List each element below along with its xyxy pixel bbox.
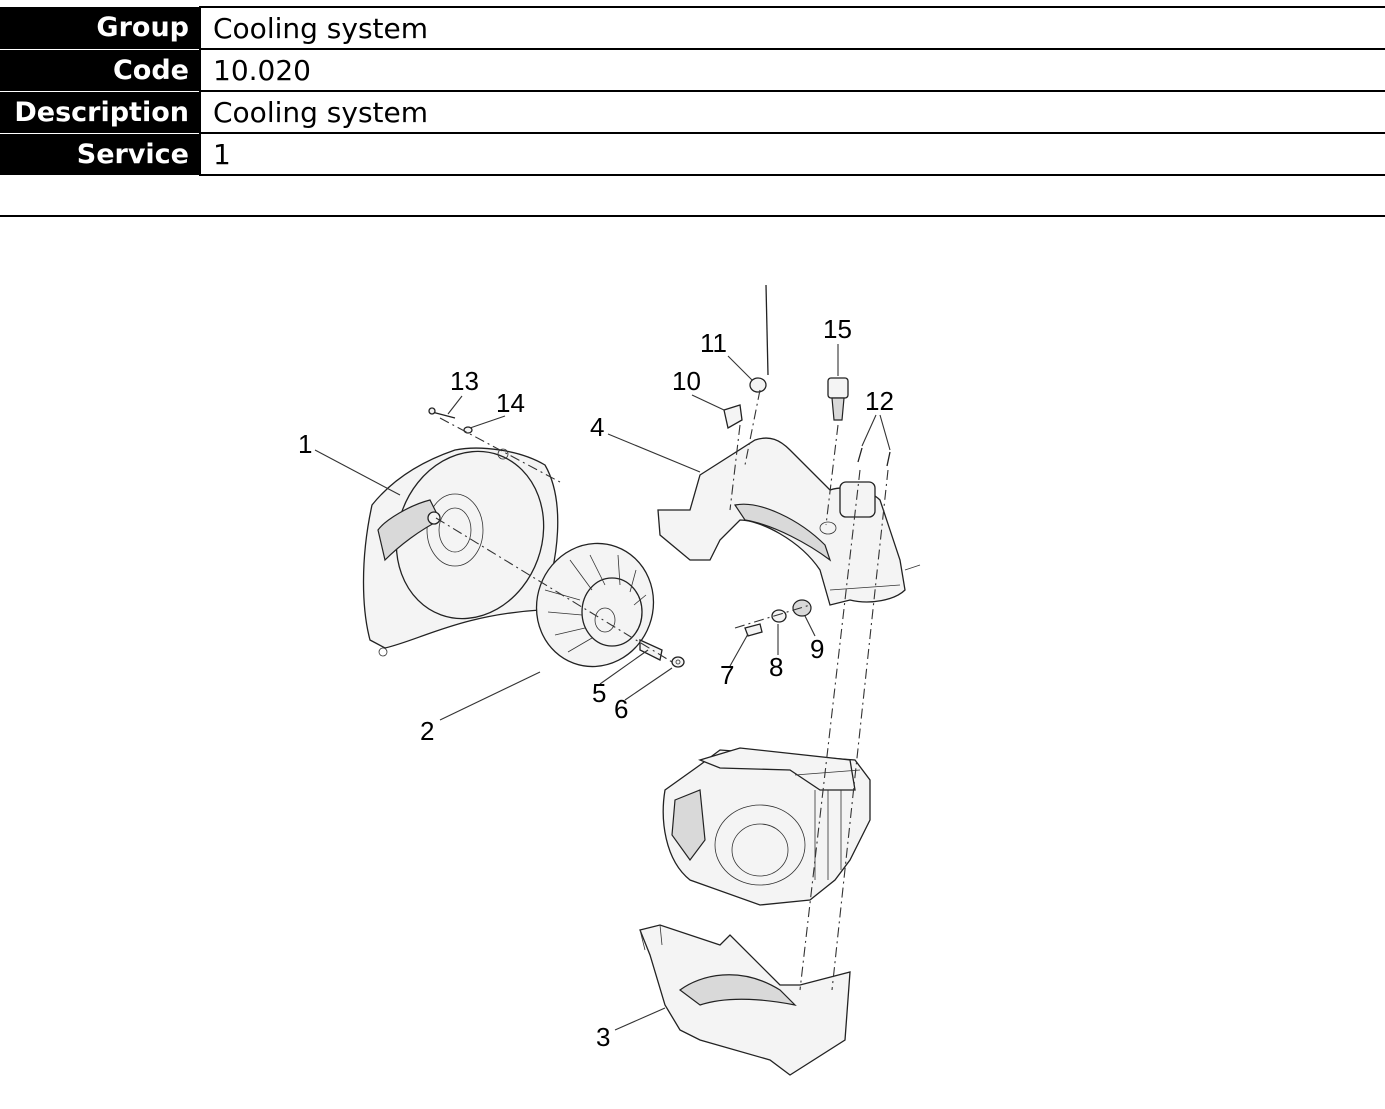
leader-lines <box>314 344 891 1031</box>
small-parts <box>428 284 891 668</box>
callout-10: 10 <box>672 366 701 396</box>
fan-cover-part <box>362 447 559 657</box>
description-label: Description <box>0 91 200 134</box>
callout-2: 2 <box>420 716 434 746</box>
callout-numbers: 1 2 3 4 5 6 7 8 9 10 11 12 13 14 15 <box>298 314 894 1052</box>
cooling-fan-part <box>535 542 655 668</box>
info-row-description: Description Cooling system <box>0 90 1385 134</box>
callout-1: 1 <box>298 429 312 459</box>
callout-11: 11 <box>700 328 727 358</box>
callout-4: 4 <box>590 412 604 442</box>
callout-8: 8 <box>769 652 783 682</box>
callout-14: 14 <box>496 388 525 418</box>
service-value: 1 <box>199 132 1385 176</box>
code-value: 10.020 <box>199 48 1385 92</box>
cylinder-shroud-part <box>657 437 921 606</box>
callout-9: 9 <box>810 634 824 664</box>
code-label: Code <box>0 49 200 92</box>
exploded-parts-diagram: 1 2 3 4 5 6 7 8 9 10 11 12 13 14 15 <box>298 284 921 1076</box>
service-label: Service <box>0 133 200 176</box>
group-value: Cooling system <box>199 6 1385 50</box>
engine-block-part <box>662 747 871 906</box>
info-row-group: Group Cooling system <box>0 6 1385 50</box>
callout-15: 15 <box>823 314 852 344</box>
callout-6: 6 <box>614 694 628 724</box>
info-row-code: Code 10.020 <box>0 48 1385 92</box>
callout-3: 3 <box>596 1022 610 1052</box>
description-value: Cooling system <box>199 90 1385 134</box>
header-separator <box>0 215 1385 217</box>
callout-13: 13 <box>450 366 479 396</box>
callout-7: 7 <box>720 660 734 690</box>
callout-12: 12 <box>865 386 894 416</box>
lower-shroud-part <box>639 924 851 1076</box>
callout-5: 5 <box>592 678 606 708</box>
group-label: Group <box>0 7 200 50</box>
info-table: Group Cooling system Code 10.020 Descrip… <box>0 6 1385 176</box>
info-row-service: Service 1 <box>0 132 1385 176</box>
